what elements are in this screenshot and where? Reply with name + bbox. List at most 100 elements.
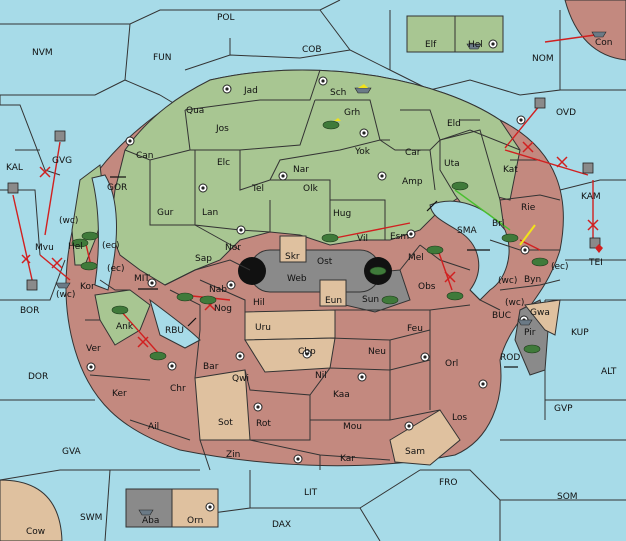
label-feu: Feu: [407, 324, 423, 334]
label-obs: Obs: [418, 282, 436, 292]
label-zin: Zin: [226, 450, 240, 460]
label-ker: Ker: [112, 389, 127, 399]
label-qua: Qua: [186, 106, 204, 116]
label-tel: Tel: [251, 184, 264, 194]
region-skr[interactable]: [279, 235, 307, 263]
label-web: Web: [287, 274, 307, 284]
label-hel-land: Hel: [68, 242, 83, 252]
label-gur: Gur: [157, 208, 174, 218]
label-jos: Jos: [215, 124, 229, 134]
coast-label: (wc): [498, 276, 517, 286]
coast-label: (ec): [107, 264, 125, 274]
label-ost: Ost: [317, 257, 333, 267]
label-elc: Elc: [217, 158, 230, 168]
land-borders: [85, 69, 561, 471]
label-nog: Nog: [214, 304, 232, 314]
label-gva: GVA: [62, 447, 82, 457]
label-yok: Yok: [354, 147, 371, 157]
label-lan: Lan: [202, 208, 218, 218]
coast-label: (ec): [551, 262, 569, 272]
sea-rbu-inlet: [149, 298, 201, 349]
label-ail: Ail: [148, 422, 159, 432]
label-kup: KUP: [571, 328, 589, 338]
region-aba[interactable]: [125, 488, 173, 528]
label-grh: Grh: [344, 108, 360, 118]
region-gwa[interactable]: [524, 299, 561, 336]
coast-label: (wc): [505, 298, 524, 308]
black-hole-left: [238, 257, 266, 285]
label-swm: SWM: [80, 513, 102, 523]
label-esm: Esm: [390, 232, 409, 242]
label-kal: KAL: [6, 163, 23, 173]
label-mvu: Mvu: [35, 243, 54, 253]
label-brl: Brl: [492, 219, 504, 229]
label-nar: Nar: [293, 165, 309, 175]
label-fun: FUN: [153, 53, 172, 63]
sea-labels: POL COB FUN NVM NOM OVD KAL GOR BOR MIT …: [6, 13, 617, 537]
label-sma: SMA: [457, 226, 477, 236]
label-sch: Sch: [330, 88, 346, 98]
coast-label: (ec): [102, 241, 120, 251]
label-jad: Jad: [243, 86, 258, 96]
region-web-ost[interactable]: [249, 249, 381, 293]
label-kat: Kat: [503, 165, 518, 175]
label-cow: Cow: [26, 527, 45, 537]
label-nor: Nor: [225, 243, 241, 253]
convoy-arrow: [519, 224, 536, 246]
landmass-north: [109, 69, 521, 286]
label-tei: TEI: [588, 258, 603, 268]
label-amp: Amp: [402, 177, 423, 187]
label-rod: ROD: [500, 353, 520, 363]
label-car: Car: [405, 148, 421, 158]
label-bar: Bar: [203, 362, 219, 372]
label-gwa: Gwa: [530, 308, 550, 318]
label-byn: Byn: [524, 275, 541, 285]
label-uta: Uta: [444, 159, 460, 169]
label-nab: Nab: [209, 285, 227, 295]
region-eun[interactable]: [319, 279, 347, 307]
units: [7, 31, 607, 516]
label-uru: Uru: [255, 323, 271, 333]
coast-label: (wc): [59, 216, 78, 226]
label-kor: Kor: [80, 282, 95, 292]
label-chp: Chp: [298, 347, 316, 357]
label-alt: ALT: [601, 367, 617, 377]
label-orl: Orl: [445, 359, 458, 369]
support-arrow: [454, 189, 511, 231]
label-mit: MIT: [134, 274, 150, 284]
region-sam[interactable]: [389, 409, 461, 466]
label-bor: BOR: [20, 306, 39, 316]
label-vil: Vil: [357, 234, 368, 244]
label-sam: Sam: [405, 447, 425, 457]
label-mou: Mou: [343, 422, 362, 432]
label-buc: BUC: [492, 311, 511, 321]
label-pol: POL: [217, 13, 235, 23]
label-ovd: OVD: [556, 108, 576, 118]
label-neu: Neu: [368, 347, 386, 357]
label-olk: Olk: [303, 184, 319, 194]
label-con: Con: [595, 38, 613, 48]
label-gvg: GVG: [52, 156, 72, 166]
label-ver: Ver: [86, 344, 101, 354]
label-chr: Chr: [170, 384, 186, 394]
label-lit: LIT: [304, 488, 318, 498]
label-rbu: RBU: [165, 326, 184, 336]
label-gvp: GVP: [554, 404, 573, 414]
label-los: Los: [452, 413, 467, 423]
label-som: SOM: [557, 492, 578, 502]
label-eld: Eld: [447, 119, 461, 129]
label-dax: DAX: [272, 520, 291, 530]
label-kar: Kar: [340, 454, 355, 464]
label-dor: DOR: [28, 372, 48, 382]
coast-label: (wc): [56, 290, 75, 300]
label-pir: Pir: [524, 328, 536, 338]
label-sap: Sap: [195, 254, 212, 264]
supply-centres: [86, 39, 530, 512]
label-nom: NOM: [532, 54, 554, 64]
label-nvm: NVM: [32, 48, 53, 58]
label-gor: GOR: [107, 183, 127, 193]
land-labels: Jad Sch Qua Grh Jos Eld Can Yok Car Elc …: [35, 86, 603, 464]
label-nil: Nil: [315, 371, 327, 381]
label-hil: Hil: [253, 298, 265, 308]
